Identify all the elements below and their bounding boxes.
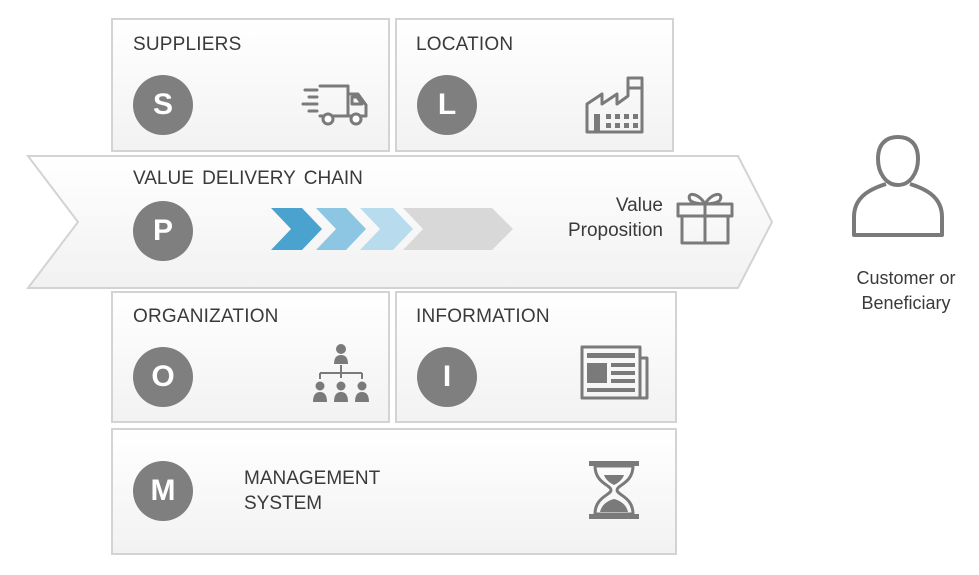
chevron-1 [271, 208, 322, 250]
customer-line1: Customer or [856, 268, 956, 288]
customer-line2: Beneficiary [861, 293, 951, 313]
suppliers-badge: S [133, 75, 193, 135]
management-badge: M [133, 461, 193, 521]
newspaper-icon [580, 345, 649, 400]
org-chart-icon [313, 344, 369, 402]
suppliers-title: SUPPLIERS [133, 34, 242, 55]
delivery-truck-icon [301, 84, 368, 126]
organization-badge: O [133, 347, 193, 407]
value-proposition-line2: Proposition [567, 220, 663, 241]
chain-title: VALUE DELIVERY CHAIN [133, 168, 363, 189]
value-proposition-label: Value Proposition [568, 193, 663, 243]
management-line2: SYSTEM [244, 493, 323, 514]
customer-label: Customer or Beneficiary [836, 266, 976, 316]
chain-badge: P [133, 201, 193, 261]
information-title: INFORMATION [416, 306, 550, 327]
chevron-3 [360, 208, 413, 250]
management-line1: MANAGEMENT [244, 468, 381, 489]
chevron-4 [403, 208, 513, 250]
management-system-box [111, 428, 677, 555]
location-badge: L [417, 75, 477, 135]
hourglass-icon [589, 461, 639, 519]
information-badge: I [417, 347, 477, 407]
person-icon [852, 135, 944, 237]
location-title: LOCATION [416, 34, 514, 55]
chevron-2 [316, 208, 366, 250]
management-system-label: MANAGEMENT SYSTEM [244, 466, 380, 516]
organization-title: ORGANIZATION [133, 306, 279, 327]
factory-icon [585, 76, 644, 134]
gift-icon [676, 193, 734, 245]
value-proposition-line1: Value [615, 195, 663, 216]
